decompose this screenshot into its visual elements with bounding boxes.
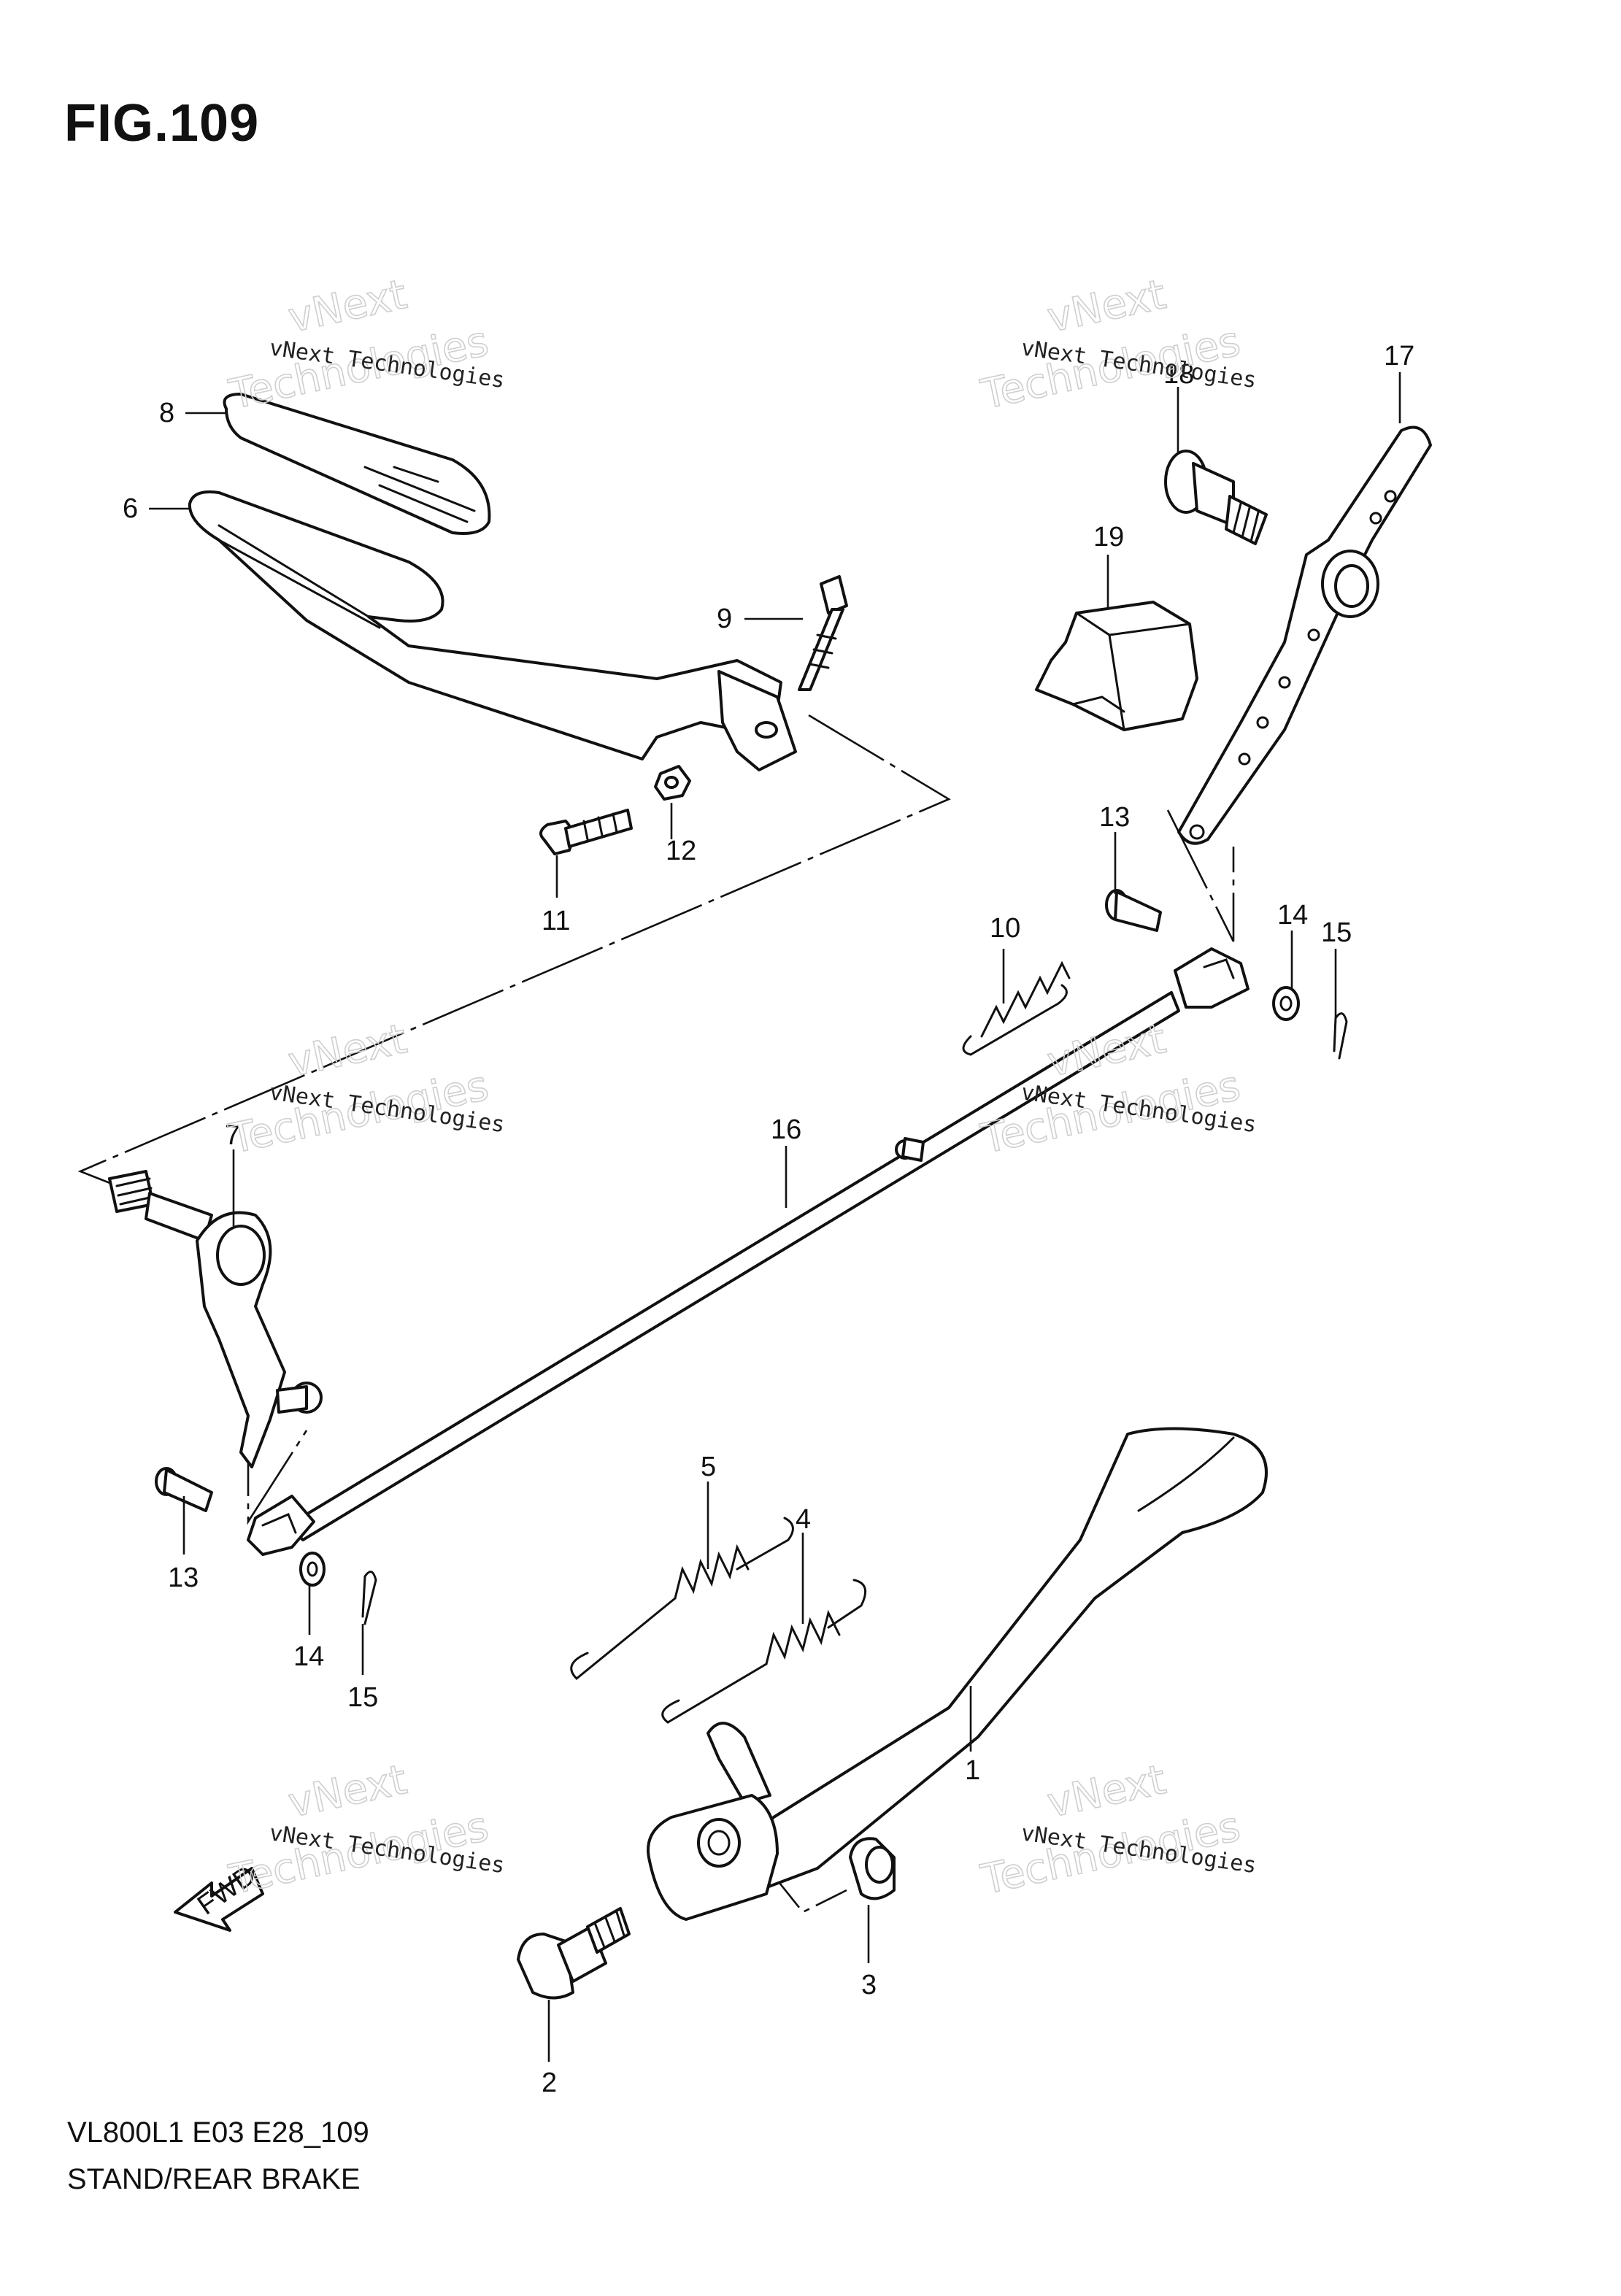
nut-12 [654, 765, 691, 801]
stand-spring-4 [661, 1579, 867, 1724]
section-name: STAND/REAR BRAKE [67, 2163, 361, 2195]
svg-text:vNext: vNext [1043, 1756, 1170, 1827]
watermark-top-left: vNext Technologies vNext Technologies [225, 270, 507, 419]
callout-16: 16 [771, 1114, 801, 1145]
callout-8: 8 [159, 398, 174, 428]
callout-4: 4 [796, 1504, 811, 1535]
return-spring-10 [962, 960, 1071, 1056]
callout-12: 12 [666, 836, 696, 866]
washer-14-upper [1272, 986, 1300, 1021]
callout-labels: 8 6 9 18 19 17 11 12 13 10 14 15 16 7 13… [123, 341, 1414, 2098]
callout-2: 2 [542, 2068, 557, 2098]
callout-3: 3 [861, 1970, 877, 2000]
pivot-bolt-18 [1164, 450, 1268, 545]
callout-7: 7 [225, 1120, 240, 1151]
bushing-3 [849, 1837, 896, 1900]
callout-15-lower: 15 [347, 1682, 378, 1713]
callout-13-upper: 13 [1099, 802, 1130, 833]
clevis-pin-13-lower [155, 1467, 213, 1512]
callout-5: 5 [701, 1452, 716, 1482]
svg-text:vNext: vNext [284, 271, 411, 342]
callout-19: 19 [1093, 522, 1124, 552]
callout-1: 1 [965, 1755, 980, 1786]
brake-rod-16 [247, 947, 1250, 1556]
svg-text:vNext: vNext [1043, 271, 1170, 342]
cover-19 [1035, 601, 1198, 731]
watermark-top-right: vNext Technologies vNext Technologies [977, 270, 1258, 419]
stand-spring-5 [570, 1517, 794, 1681]
brake-shaft-lever-7 [108, 1170, 323, 1468]
figure-title: FIG.109 [64, 94, 260, 153]
clevis-pin-13-upper [1105, 889, 1162, 932]
brake-pedal [188, 490, 797, 771]
assembly-line-pedal-shaft [77, 714, 951, 1213]
svg-text:vNext: vNext [284, 1756, 411, 1827]
model-code: VL800L1 E03 E28_109 [67, 2116, 369, 2149]
callout-14-upper: 14 [1277, 900, 1308, 931]
leader-lines [149, 372, 1401, 2062]
callout-17: 17 [1384, 341, 1414, 371]
callout-13-lower: 13 [168, 1563, 199, 1593]
callout-9: 9 [717, 604, 732, 634]
callout-10: 10 [990, 913, 1020, 944]
callout-6: 6 [123, 493, 138, 524]
watermark-middle-left: vNext Technologies vNext Technologies [225, 1014, 507, 1163]
svg-text:vNext: vNext [284, 1015, 411, 1087]
callout-15-upper: 15 [1321, 917, 1352, 948]
side-stand-1 [647, 1427, 1268, 1921]
cotter-pin-15-upper [1333, 1012, 1348, 1060]
assembly-line-rod-lever [1166, 809, 1235, 942]
watermark-bottom-left: vNext Technologies vNext Technologies [225, 1755, 507, 1904]
watermark-bottom-right: vNext Technologies vNext Technologies [977, 1755, 1258, 1904]
callout-14-lower: 14 [293, 1641, 324, 1672]
svg-text:vNext: vNext [1043, 1015, 1170, 1087]
washer-14-lower [299, 1552, 326, 1587]
bolt-9 [798, 575, 848, 691]
cotter-pin-15-lower [361, 1571, 377, 1625]
callout-11: 11 [542, 906, 570, 936]
stand-bolt-2 [517, 1907, 631, 2000]
pedal-rubber [223, 393, 491, 535]
bolt-11 [539, 809, 633, 855]
callout-18: 18 [1163, 359, 1194, 390]
brake-lever-17 [1177, 425, 1432, 845]
